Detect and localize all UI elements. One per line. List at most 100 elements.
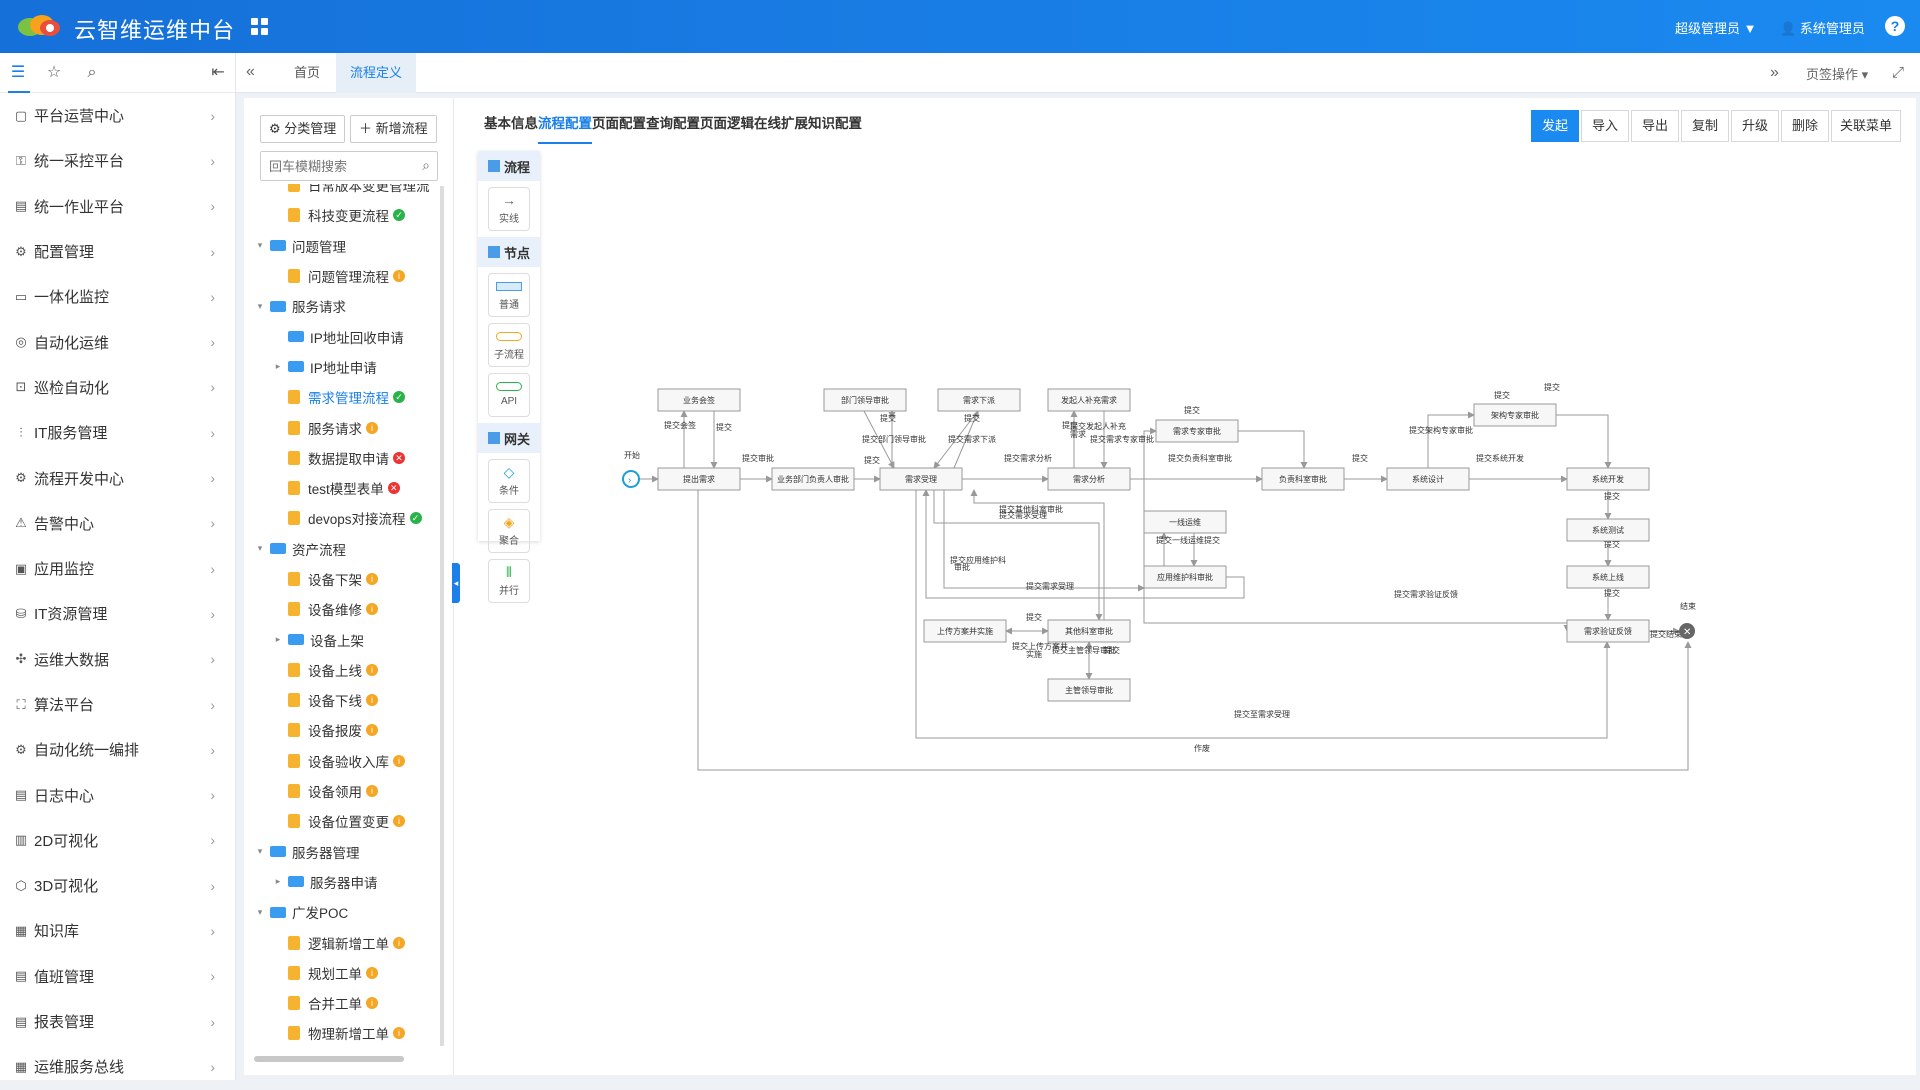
flow-node-box[interactable] bbox=[1047, 678, 1131, 702]
flow-node-box[interactable] bbox=[1047, 619, 1131, 643]
flow-edge[interactable] bbox=[970, 489, 1105, 620]
sidebar-item[interactable]: ⬡3D可视化› bbox=[0, 863, 235, 908]
tree-caret[interactable]: ▾ bbox=[257, 543, 263, 554]
tab-home[interactable]: 首页 bbox=[294, 65, 321, 80]
flow-node-box[interactable] bbox=[879, 467, 963, 491]
sidebar-item[interactable]: ⛁IT资源管理› bbox=[0, 591, 235, 636]
start-node[interactable] bbox=[622, 470, 640, 488]
flow-node[interactable]: 负责科室审批 bbox=[1261, 467, 1345, 491]
designer-tab[interactable]: 页面配置 bbox=[592, 116, 646, 131]
sidebar-item[interactable]: ▤统一作业平台› bbox=[0, 184, 235, 229]
flow-node[interactable]: 需求验证反馈 bbox=[1566, 619, 1650, 643]
flow-node[interactable]: 提出需求 bbox=[657, 467, 741, 491]
flow-node[interactable]: 部门领导审批 bbox=[823, 388, 907, 412]
flow-node[interactable]: 需求分析 bbox=[1047, 467, 1131, 491]
palette-task[interactable]: 普通 bbox=[488, 273, 530, 317]
flow-node[interactable]: 主管领导审批 bbox=[1047, 678, 1131, 702]
action-button[interactable]: 导入 bbox=[1581, 110, 1629, 142]
list-icon[interactable]: ☰ bbox=[10, 64, 26, 81]
tree-folder[interactable]: ▸IP地址申请 bbox=[254, 352, 440, 382]
flow-edge[interactable] bbox=[915, 490, 1611, 739]
flow-canvas[interactable]: 开始结束提交会签提交提交审批提交提交部门领导审批提交需求下派提交提交提交需求分析… bbox=[544, 158, 1916, 1058]
end-node[interactable] bbox=[1679, 623, 1695, 639]
flow-node-box[interactable] bbox=[1566, 565, 1650, 589]
tree-caret[interactable]: ▾ bbox=[257, 240, 263, 251]
flow-edge[interactable] bbox=[922, 489, 1245, 599]
designer-tab[interactable]: 流程配置 bbox=[538, 112, 592, 144]
palette-condition[interactable]: ◇条件 bbox=[488, 459, 530, 503]
flow-node[interactable]: 系统测试 bbox=[1566, 518, 1650, 542]
tree-leaf[interactable]: test模型表单✕ bbox=[254, 473, 440, 503]
flow-edge[interactable] bbox=[953, 410, 979, 469]
tree-folder[interactable]: ▸服务器申请 bbox=[254, 867, 440, 897]
flow-edge[interactable] bbox=[1130, 478, 1571, 632]
sidebar-item[interactable]: ▦运维服务总线› bbox=[0, 1044, 235, 1089]
flow-edge[interactable] bbox=[943, 490, 1145, 592]
help-icon[interactable]: ? bbox=[1885, 16, 1905, 36]
flow-node[interactable]: 业务会签 bbox=[657, 388, 741, 412]
sidebar-item[interactable]: ⚙配置管理› bbox=[0, 229, 235, 274]
sidebar-item[interactable]: ▤值班管理› bbox=[0, 954, 235, 999]
flow-node[interactable]: 系统上线 bbox=[1566, 565, 1650, 589]
flow-node-box[interactable] bbox=[771, 467, 855, 491]
flow-edge[interactable] bbox=[1238, 430, 1308, 469]
flow-node-box[interactable] bbox=[1473, 403, 1557, 427]
action-button[interactable]: 发起 bbox=[1531, 110, 1579, 142]
sidebar-item[interactable]: ▤日志中心› bbox=[0, 772, 235, 817]
flow-node-box[interactable] bbox=[1047, 467, 1131, 491]
flow-node[interactable]: 系统设计 bbox=[1386, 467, 1470, 491]
flow-node[interactable]: 需求受理 bbox=[879, 467, 963, 491]
tree-caret[interactable]: ▸ bbox=[275, 634, 281, 645]
tree-folder[interactable]: ▾问题管理 bbox=[254, 231, 440, 261]
flow-node-box[interactable] bbox=[1143, 565, 1227, 589]
tree-folder[interactable]: ▾服务器管理 bbox=[254, 837, 440, 867]
tree-folder[interactable]: IP地址回收申请 bbox=[254, 321, 440, 351]
category-manage-button[interactable]: ⚙ 分类管理 bbox=[260, 115, 346, 143]
palette-line[interactable]: →实线 bbox=[488, 187, 530, 231]
flow-node[interactable]: 上传方案并实施 bbox=[923, 619, 1007, 643]
sidebar-item[interactable]: ▥2D可视化› bbox=[0, 818, 235, 863]
sidebar-item[interactable]: ⚿统一采控平台› bbox=[0, 138, 235, 183]
flow-node[interactable]: 应用维护科审批 bbox=[1143, 565, 1227, 589]
palette-api[interactable]: API bbox=[488, 373, 530, 417]
flow-node-box[interactable] bbox=[1566, 467, 1650, 491]
tree-leaf[interactable]: 日常版本变更管理流 bbox=[254, 184, 440, 200]
page-ops-dropdown[interactable]: 页签操作 ▾ bbox=[1806, 67, 1869, 82]
tree-caret[interactable]: ▾ bbox=[257, 300, 263, 311]
flow-edge[interactable] bbox=[863, 410, 895, 469]
flow-node-box[interactable] bbox=[1566, 518, 1650, 542]
flow-edge[interactable] bbox=[697, 490, 1692, 771]
sidebar-item[interactable]: ⫶IT服务管理› bbox=[0, 410, 235, 455]
designer-tab[interactable]: 基本信息 bbox=[484, 116, 538, 131]
flow-node-box[interactable] bbox=[657, 388, 741, 412]
tree-leaf[interactable]: 数据提取申请✕ bbox=[254, 443, 440, 473]
flow-edge[interactable] bbox=[1427, 411, 1475, 468]
sidebar-item[interactable]: ⚠告警中心› bbox=[0, 501, 235, 546]
flow-node-box[interactable] bbox=[1261, 467, 1345, 491]
flow-edge[interactable] bbox=[933, 490, 1103, 621]
flow-node-box[interactable] bbox=[823, 388, 907, 412]
designer-tab[interactable]: 页面逻辑 bbox=[700, 116, 754, 131]
action-button[interactable]: 升级 bbox=[1731, 110, 1779, 142]
sidebar-item[interactable]: ✣运维大数据› bbox=[0, 637, 235, 682]
flow-node-box[interactable] bbox=[937, 388, 1021, 412]
sidebar-item[interactable]: ⊡巡检自动化› bbox=[0, 365, 235, 410]
user-menu[interactable]: 👤 系统管理员 bbox=[1780, 18, 1865, 37]
sidebar-item[interactable]: ⚙流程开发中心› bbox=[0, 455, 235, 500]
tree-folder[interactable]: ▾服务请求 bbox=[254, 291, 440, 321]
flow-node-box[interactable] bbox=[1566, 619, 1650, 643]
sidebar-item[interactable]: ⚙自动化统一编排› bbox=[0, 727, 235, 772]
palette-subprocess[interactable]: 子流程 bbox=[488, 323, 530, 367]
flow-node[interactable]: 系统开发 bbox=[1566, 467, 1650, 491]
tree-folder[interactable]: ▸设备上架 bbox=[254, 624, 440, 654]
tree-caret[interactable]: ▾ bbox=[257, 846, 263, 857]
collapse-handle[interactable]: ◂ bbox=[452, 563, 460, 603]
